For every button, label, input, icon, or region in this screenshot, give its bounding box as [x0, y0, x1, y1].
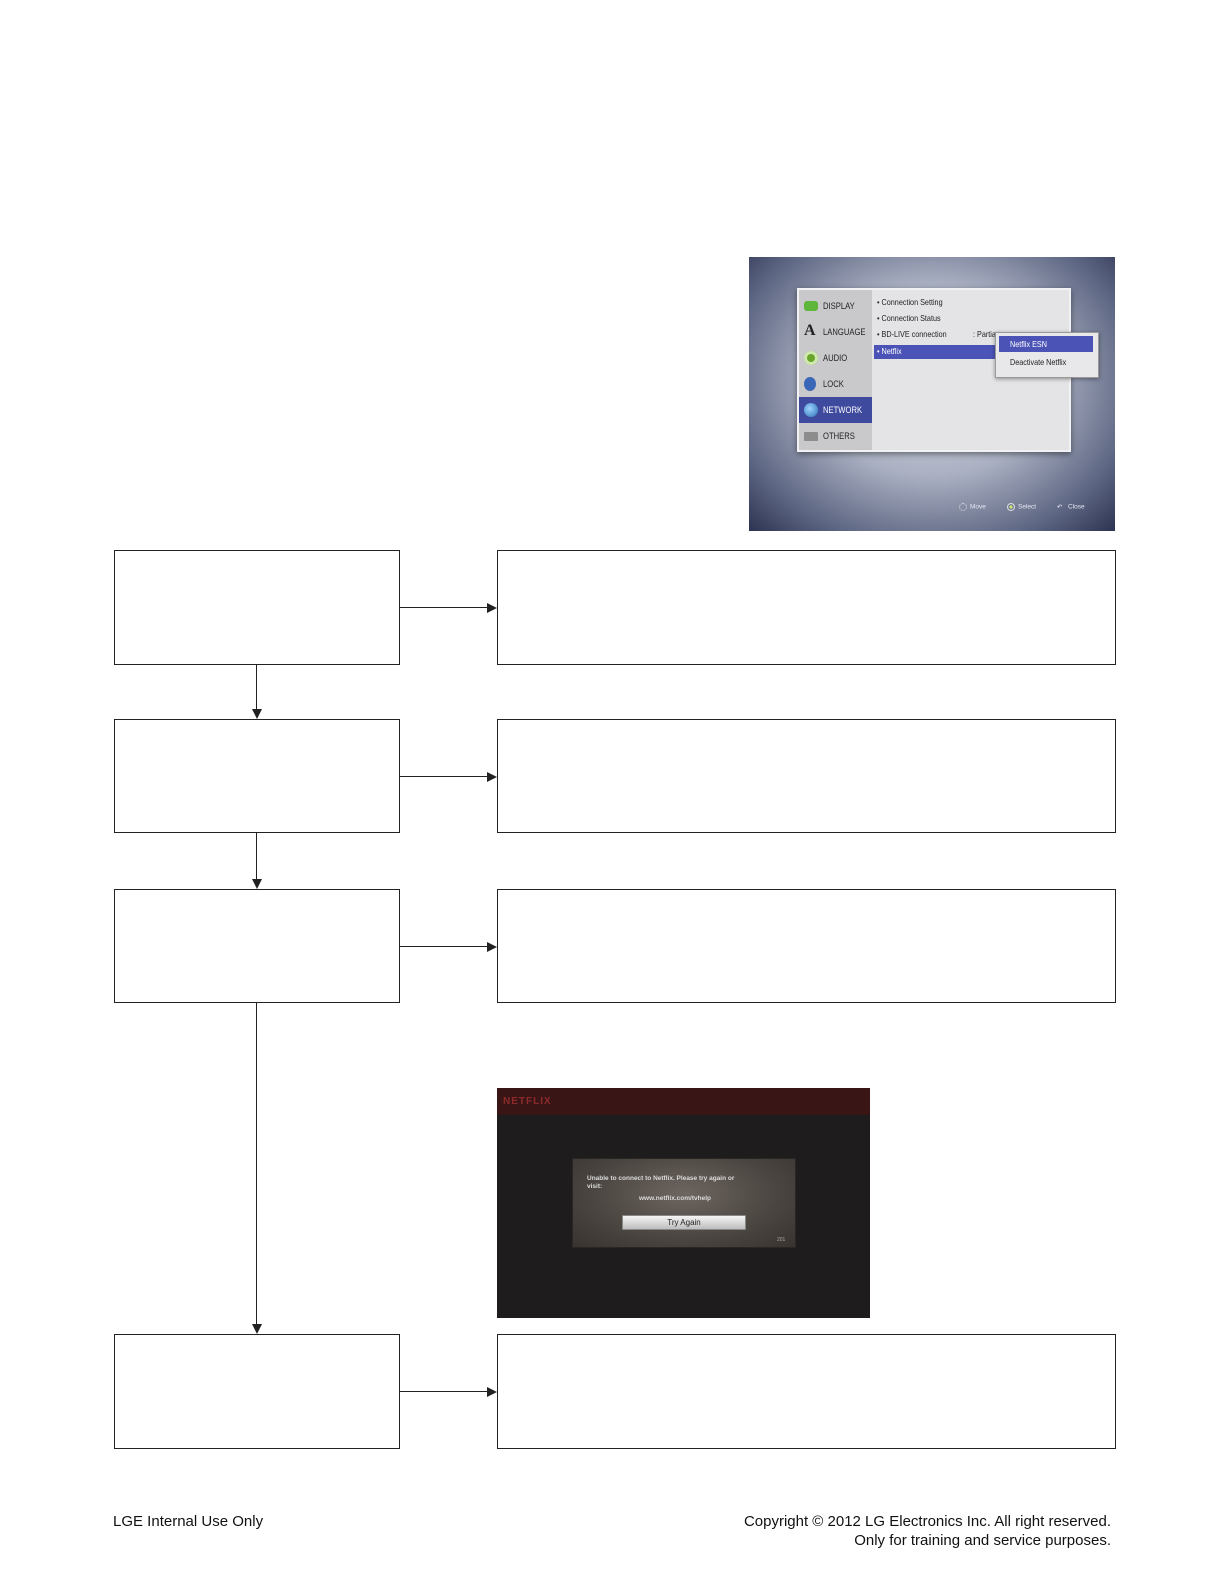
connector-right-3	[400, 946, 487, 947]
error-message-line1: Unable to connect to Netflix. Please try…	[587, 1175, 735, 1182]
flow-result-box-3	[497, 889, 1116, 1003]
connection-status-item[interactable]: • Connection Status	[877, 313, 941, 323]
close-icon: ↶	[1057, 504, 1063, 511]
error-code: 201	[777, 1237, 786, 1243]
netflix-header-bar: NETFLIX	[497, 1088, 870, 1115]
lock-icon	[804, 377, 816, 391]
footer-training-note: Only for training and service purposes.	[854, 1532, 1111, 1549]
language-icon: A	[804, 322, 816, 339]
footer-internal-use: LGE Internal Use Only	[113, 1513, 264, 1530]
netflix-esn-option[interactable]: Netflix ESN	[1010, 339, 1047, 349]
error-help-url: www.netflix.com/tvhelp	[639, 1195, 711, 1202]
menu-item-language[interactable]: A LANGUAGE	[804, 322, 866, 339]
setup-menu-screenshot: DISPLAY A LANGUAGE AUDIO LOCK NETWORK OT…	[749, 257, 1115, 531]
arrow-right-2	[487, 772, 497, 782]
display-icon	[804, 301, 818, 311]
flow-result-box-4	[497, 1334, 1116, 1449]
audio-icon	[804, 351, 818, 365]
netflix-logo: NETFLIX	[503, 1096, 552, 1107]
deactivate-netflix-option[interactable]: Deactivate Netflix	[1010, 357, 1067, 367]
flow-step-box-2	[114, 719, 400, 833]
flow-result-box-2	[497, 719, 1116, 833]
bdlive-connection-item[interactable]: • BD-LIVE connection	[877, 329, 947, 339]
menu-item-display[interactable]: DISPLAY	[799, 293, 872, 319]
flow-step-box-3	[114, 889, 400, 1003]
menu-item-lock[interactable]: LOCK	[799, 371, 872, 397]
connector-right-2	[400, 776, 487, 777]
error-message-line2: visit:	[587, 1183, 603, 1190]
netflix-popup-menu: Netflix ESN Deactivate Netflix	[995, 332, 1099, 378]
connector-down-2	[256, 833, 257, 879]
try-again-button[interactable]: Try Again	[622, 1215, 746, 1230]
menu-item-others[interactable]: OTHERS	[799, 423, 872, 449]
connection-setting-item[interactable]: • Connection Setting	[877, 297, 943, 307]
connector-right-1	[400, 607, 487, 608]
netflix-error-dialog: Unable to connect to Netflix. Please try…	[572, 1158, 796, 1248]
arrow-down-1	[252, 709, 262, 719]
flow-step-box-1	[114, 550, 400, 665]
arrow-right-1	[487, 603, 497, 613]
netflix-error-screenshot: NETFLIX Unable to connect to Netflix. Pl…	[497, 1088, 870, 1318]
netflix-row-highlight	[874, 345, 996, 359]
menu-item-audio[interactable]: AUDIO	[799, 345, 872, 371]
legend-select: Select	[1007, 503, 1036, 511]
network-icon	[804, 403, 818, 417]
arrow-right-4	[487, 1387, 497, 1397]
arrow-down-2	[252, 879, 262, 889]
arrow-down-3	[252, 1324, 262, 1334]
select-icon	[1007, 503, 1015, 511]
popup-selection-highlight	[999, 336, 1093, 352]
connector-right-4	[400, 1391, 487, 1392]
footer-copyright: Copyright © 2012 LG Electronics Inc. All…	[743, 1513, 1111, 1530]
connector-down-3	[256, 1003, 257, 1324]
others-icon	[804, 432, 818, 441]
move-icon	[959, 503, 967, 511]
flow-result-box-1	[497, 550, 1116, 665]
key-guide-legend: Move Select ↶Close	[959, 503, 1109, 517]
flow-step-box-4	[114, 1334, 400, 1449]
connector-down-1	[256, 665, 257, 709]
menu-item-network[interactable]: NETWORK	[799, 397, 872, 423]
netflix-item[interactable]: • Netflix	[877, 346, 902, 356]
setup-menu-left-column: DISPLAY A LANGUAGE AUDIO LOCK NETWORK OT…	[799, 290, 872, 450]
legend-close: ↶Close	[1057, 503, 1085, 511]
bdlive-connection-value: : Partia	[973, 329, 996, 339]
legend-move: Move	[959, 503, 986, 511]
arrow-right-3	[487, 942, 497, 952]
